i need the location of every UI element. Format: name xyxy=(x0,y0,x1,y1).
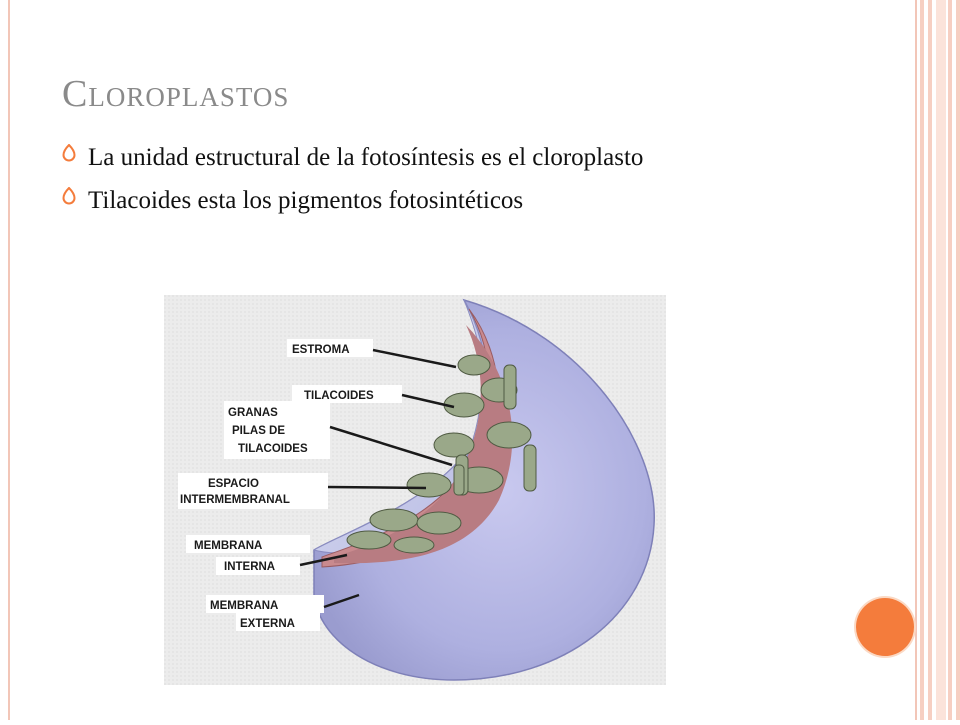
label-espacio-line1: ESPACIO xyxy=(208,478,259,490)
bullet-text: Tilacoides esta los pigmentos fotosintét… xyxy=(88,187,524,214)
slide-frame xyxy=(8,0,917,720)
label-granas-line3: TILACOIDES xyxy=(238,443,308,455)
bullet-text: La unidad estructural de la fotosíntesis… xyxy=(88,144,644,171)
chloroplast-illustration: ESTROMA TILACOIDES GRANAS PILAS DE TILAC… xyxy=(164,295,666,685)
label-interna-line1: MEMBRANA xyxy=(194,540,262,552)
label-granas-line1: GRANAS xyxy=(228,407,278,419)
bullet-item: Tilacoides esta los pigmentos fotosintét… xyxy=(62,185,822,216)
label-granas-line2: PILAS DE xyxy=(232,425,285,437)
label-interna-line2: INTERNA xyxy=(224,561,275,573)
label-boxes xyxy=(178,339,402,631)
grana-stacks xyxy=(346,354,537,554)
right-border-band xyxy=(918,0,960,720)
label-tilacoides: TILACOIDES xyxy=(304,390,374,402)
stroma-region xyxy=(334,325,513,564)
bullet-list: La unidad estructural de la fotosíntesis… xyxy=(62,142,822,228)
slide-title: Cloroplastos xyxy=(62,73,290,115)
bullet-item: La unidad estructural de la fotosíntesis… xyxy=(62,142,822,173)
bullet-icon xyxy=(62,144,76,162)
orange-circle-decoration xyxy=(856,598,914,656)
bullet-icon xyxy=(62,187,76,205)
label-externa-line2: EXTERNA xyxy=(240,618,295,630)
border-stripes xyxy=(918,0,960,720)
label-externa-line1: MEMBRANA xyxy=(210,600,278,612)
label-estroma: ESTROMA xyxy=(292,344,350,356)
chloroplast-diagram: ESTROMA TILACOIDES GRANAS PILAS DE TILAC… xyxy=(164,295,666,685)
label-espacio-line2: INTERMEMBRANAL xyxy=(180,494,290,506)
leader-lines xyxy=(299,348,457,609)
